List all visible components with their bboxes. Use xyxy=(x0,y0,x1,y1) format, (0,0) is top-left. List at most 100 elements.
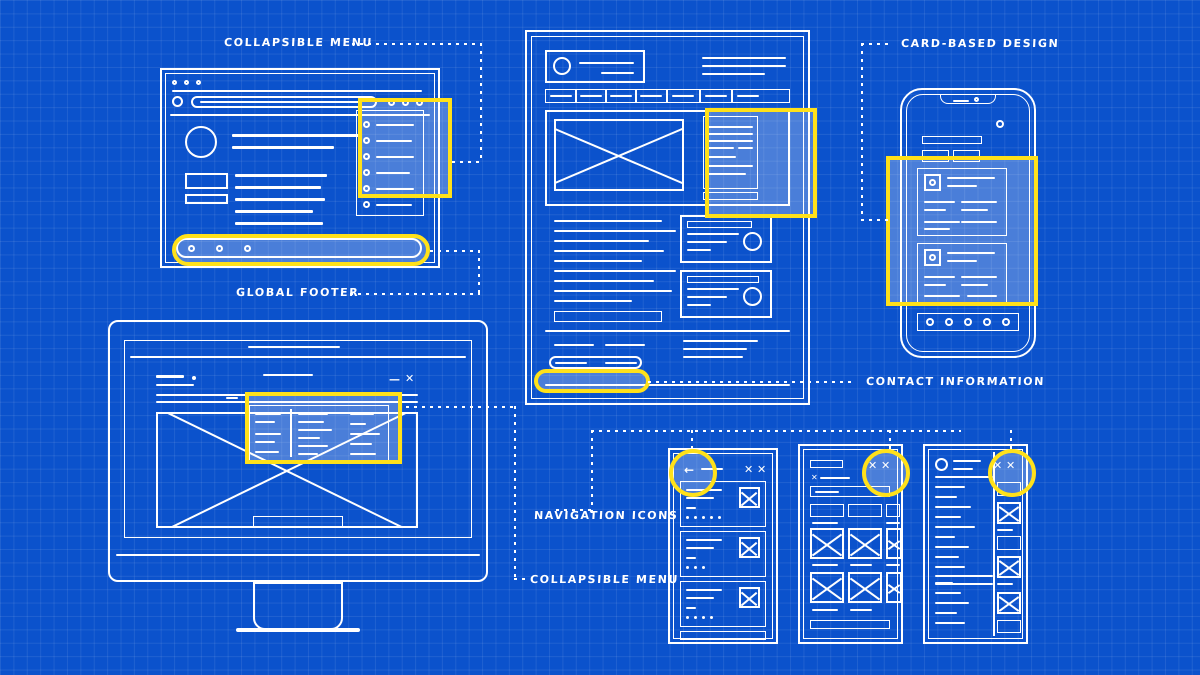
page-widget-card[interactable] xyxy=(680,270,772,318)
mobile1-bottom-bar[interactable] xyxy=(680,631,766,640)
monitor-page-title xyxy=(263,374,313,376)
page-article-line xyxy=(708,133,753,135)
mobile3-thumb-frame[interactable] xyxy=(997,536,1021,550)
mobile1-list-card[interactable] xyxy=(680,481,766,527)
mobile3-thumbnail[interactable] xyxy=(997,556,1021,578)
browser-menu-bullet[interactable] xyxy=(363,185,370,192)
page-nav-item-label[interactable] xyxy=(737,95,759,97)
phone-tab-bar[interactable] xyxy=(917,313,1019,331)
page-nav-item-label[interactable] xyxy=(705,95,727,97)
mobile3-thumbnail[interactable] xyxy=(997,502,1021,524)
browser-traffic-dot-3[interactable] xyxy=(196,80,201,85)
phone-tab-icon[interactable] xyxy=(945,318,953,326)
leader-line-card-design-in xyxy=(861,219,893,221)
leader-line-collapsible-menu-top xyxy=(352,43,482,45)
browser-menu-bullet[interactable] xyxy=(363,169,370,176)
browser-menu-bullet[interactable] xyxy=(363,137,370,144)
phone-card[interactable] xyxy=(917,168,1007,236)
mobile1-close-icon[interactable]: ✕ xyxy=(744,463,754,476)
browser-traffic-dot-2[interactable] xyxy=(184,80,189,85)
monitor-logo-subline xyxy=(156,384,194,386)
page-cta-button[interactable] xyxy=(554,311,662,322)
mobile1-list-card[interactable] xyxy=(680,581,766,627)
page-widget-header-bar xyxy=(687,221,752,228)
phone-tab-icon[interactable] xyxy=(926,318,934,326)
leader-line-nav-icons-v2 xyxy=(889,430,891,452)
browser-paragraph-line xyxy=(235,222,323,225)
phone-card-title xyxy=(947,177,995,179)
mobile1-close-icon-2[interactable]: ✕ xyxy=(757,463,767,476)
page-widget-circle xyxy=(743,287,762,306)
phone-card-body-line xyxy=(961,284,988,286)
page-nav-item-label[interactable] xyxy=(640,95,662,97)
mobile2-tag-close-icon[interactable]: ✕ xyxy=(811,473,818,482)
page-widget-line xyxy=(687,296,727,298)
mobile2-gallery-tile[interactable] xyxy=(810,528,844,559)
page-footer-contact-pill[interactable] xyxy=(549,356,642,369)
phone-card-body-line xyxy=(924,295,960,297)
browser-content-button-2[interactable] xyxy=(185,194,228,204)
page-nav-item-label[interactable] xyxy=(550,95,572,97)
highlight-monitor-mega-menu xyxy=(245,392,402,464)
mobile3-list-line xyxy=(935,546,969,548)
mobile2-gallery-tile[interactable] xyxy=(886,572,902,603)
browser-address-bar[interactable] xyxy=(191,96,377,108)
browser-titlebar-rule xyxy=(172,90,422,92)
mobile2-gallery-tile[interactable] xyxy=(848,528,882,559)
monitor-close-icon[interactable]: ✕ xyxy=(405,372,415,385)
monitor-mega-col2-line xyxy=(298,445,328,447)
leader-line-nav-icons-v xyxy=(591,430,593,518)
mobile2-chip-caption xyxy=(812,522,838,524)
mobile1-card-dot xyxy=(710,616,713,619)
mobile1-card-line xyxy=(686,539,722,541)
page-nav-item-label[interactable] xyxy=(610,95,632,97)
page-footer-col-heading xyxy=(605,344,645,346)
page-nav-item-label[interactable] xyxy=(672,95,694,97)
browser-menu-bullet[interactable] xyxy=(363,121,370,128)
browser-traffic-dot-1[interactable] xyxy=(172,80,177,85)
mobile1-card-dot xyxy=(710,516,713,519)
monitor-body xyxy=(108,320,488,582)
browser-home-icon[interactable] xyxy=(172,96,183,107)
mobile3-section-rule xyxy=(935,476,993,478)
mobile3-thumbnail[interactable] xyxy=(997,592,1021,614)
page-body-line xyxy=(554,250,664,252)
phone-tab-icon[interactable] xyxy=(1002,318,1010,326)
mobile2-bottom-bar[interactable] xyxy=(810,620,890,629)
phone-card-body-line xyxy=(961,201,997,203)
mobile2-gallery-tile[interactable] xyxy=(886,528,902,559)
mobile2-chip[interactable] xyxy=(886,504,900,517)
mobile2-gallery-tile[interactable] xyxy=(810,572,844,603)
phone-search-bar[interactable] xyxy=(922,136,982,144)
monitor-browser-url[interactable] xyxy=(248,346,340,348)
phone-tab-icon[interactable] xyxy=(983,318,991,326)
mobile2-nav-field[interactable] xyxy=(810,460,843,468)
page-widget-line xyxy=(687,288,739,290)
page-nav-item-label[interactable] xyxy=(580,95,602,97)
browser-side-menu-panel[interactable] xyxy=(356,110,424,216)
monitor-minimize-icon[interactable]: — xyxy=(389,373,400,386)
browser-menu-bullet[interactable] xyxy=(363,153,370,160)
mobile2-gallery-tile[interactable] xyxy=(848,572,882,603)
mobile3-thumb-frame[interactable] xyxy=(997,620,1021,633)
highlight-mobile2-nav-icons xyxy=(862,449,910,497)
page-article-line xyxy=(708,156,736,158)
mobile3-list-line xyxy=(935,496,957,498)
mobile3-list-line xyxy=(935,566,965,568)
monitor-mega-col3-line xyxy=(350,423,366,425)
mobile2-chip[interactable] xyxy=(810,504,844,517)
page-nav-divider-6 xyxy=(731,89,733,103)
page-widget-line xyxy=(687,249,711,251)
page-hero-section xyxy=(545,110,790,206)
mobile3-list-line xyxy=(935,556,959,558)
browser-menu-bullet[interactable] xyxy=(363,201,370,208)
phone-tab-icon[interactable] xyxy=(964,318,972,326)
mobile2-chip[interactable] xyxy=(848,504,882,517)
page-sidebar-article[interactable] xyxy=(703,116,758,189)
page-header-logo-icon xyxy=(553,57,571,75)
page-article-line xyxy=(708,147,734,149)
browser-content-button-1[interactable] xyxy=(185,173,228,189)
mobile1-list-card[interactable] xyxy=(680,531,766,577)
monitor-mega-col1-line xyxy=(255,413,281,415)
mobile3-list-line xyxy=(935,622,965,624)
